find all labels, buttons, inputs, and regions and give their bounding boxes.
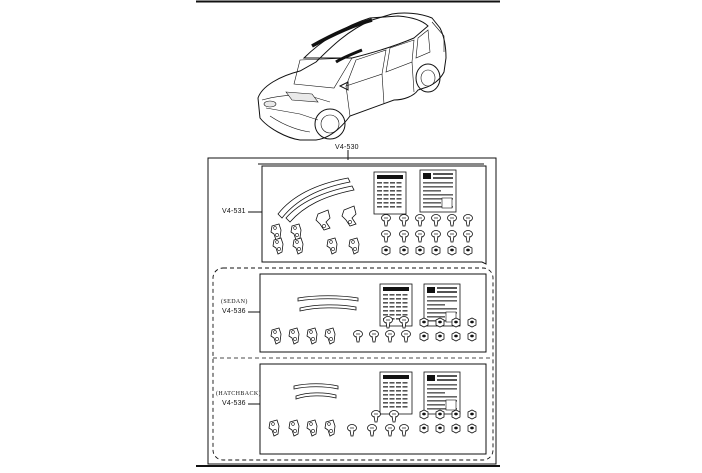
instruction-sheet [379, 371, 413, 415]
sedan-car-illustration [257, 12, 447, 141]
mounting-screw [415, 230, 425, 243]
mounting-screw [399, 230, 409, 243]
mounting-screw [367, 424, 377, 437]
clip-nut [467, 317, 477, 328]
door-visor-strip [297, 295, 359, 312]
door-visor-strip [293, 383, 339, 400]
visor-bracket-clip [315, 209, 331, 231]
clip-nut [431, 245, 441, 256]
assembly-frame [207, 157, 497, 465]
mounting-screw [353, 330, 363, 343]
visor-bracket-clip [324, 327, 336, 345]
clip-nut [463, 245, 473, 256]
mounting-screw [463, 230, 473, 243]
mounting-screw [447, 214, 457, 227]
visor-bracket-clip [306, 419, 318, 437]
mounting-screw [431, 214, 441, 227]
mounting-screw [385, 330, 395, 343]
door-visor-strip [277, 177, 355, 223]
clip-nut [435, 331, 445, 342]
clip-nut [451, 423, 461, 434]
mounting-screw [399, 214, 409, 227]
mounting-screw [381, 214, 391, 227]
mounting-screw [399, 424, 409, 437]
clip-nut [435, 409, 445, 420]
kit-hatch-part-number: V4-536 [222, 400, 246, 407]
visor-bracket-clip [270, 327, 282, 345]
instruction-sheet [423, 371, 461, 415]
mounting-screw [371, 410, 381, 423]
clip-nut [419, 331, 429, 342]
visor-bracket-clip [348, 237, 360, 255]
mounting-screw [381, 230, 391, 243]
clip-nut [451, 331, 461, 342]
clip-nut [399, 245, 409, 256]
clip-nut [419, 423, 429, 434]
mounting-screw [415, 214, 425, 227]
clip-nut [451, 409, 461, 420]
mounting-screw [463, 214, 473, 227]
visor-bracket-clip [288, 419, 300, 437]
clip-nut [467, 409, 477, 420]
clip-nut [419, 317, 429, 328]
mounting-screw [401, 330, 411, 343]
clip-nut [467, 331, 477, 342]
assembly-part-number: V4-530 [335, 144, 359, 151]
clip-nut [419, 409, 429, 420]
clip-nut [451, 317, 461, 328]
visor-bracket-clip [292, 237, 304, 255]
mounting-screw [389, 410, 399, 423]
clip-nut [447, 245, 457, 256]
visor-bracket-clip [272, 237, 284, 255]
visor-bracket-clip [341, 205, 357, 227]
variant-group-frame [212, 267, 494, 461]
clip-nut [435, 423, 445, 434]
instruction-sheet [419, 169, 457, 213]
mounting-screw [383, 316, 393, 329]
visor-bracket-clip [306, 327, 318, 345]
instruction-sheet [373, 171, 407, 215]
mounting-screw [347, 424, 357, 437]
visor-bracket-clip [268, 419, 280, 437]
mounting-screw [369, 330, 379, 343]
clip-nut [415, 245, 425, 256]
visor-bracket-clip [288, 327, 300, 345]
parts-layer [268, 169, 477, 437]
visor-bracket-clip [324, 419, 336, 437]
kit-main-part-number: V4-531 [222, 208, 246, 215]
clip-nut [435, 317, 445, 328]
clip-nut [381, 245, 391, 256]
kit-hatch-tag: (HATCHBACK) [216, 391, 262, 397]
clip-nut [467, 423, 477, 434]
mounting-screw [447, 230, 457, 243]
mounting-screw [431, 230, 441, 243]
mounting-screw [385, 424, 395, 437]
mounting-screw [399, 316, 409, 329]
kit-sedan-part-number: V4-536 [222, 308, 246, 315]
visor-bracket-clip [326, 237, 338, 255]
kit-sedan-tag: (SEDAN) [221, 299, 248, 305]
